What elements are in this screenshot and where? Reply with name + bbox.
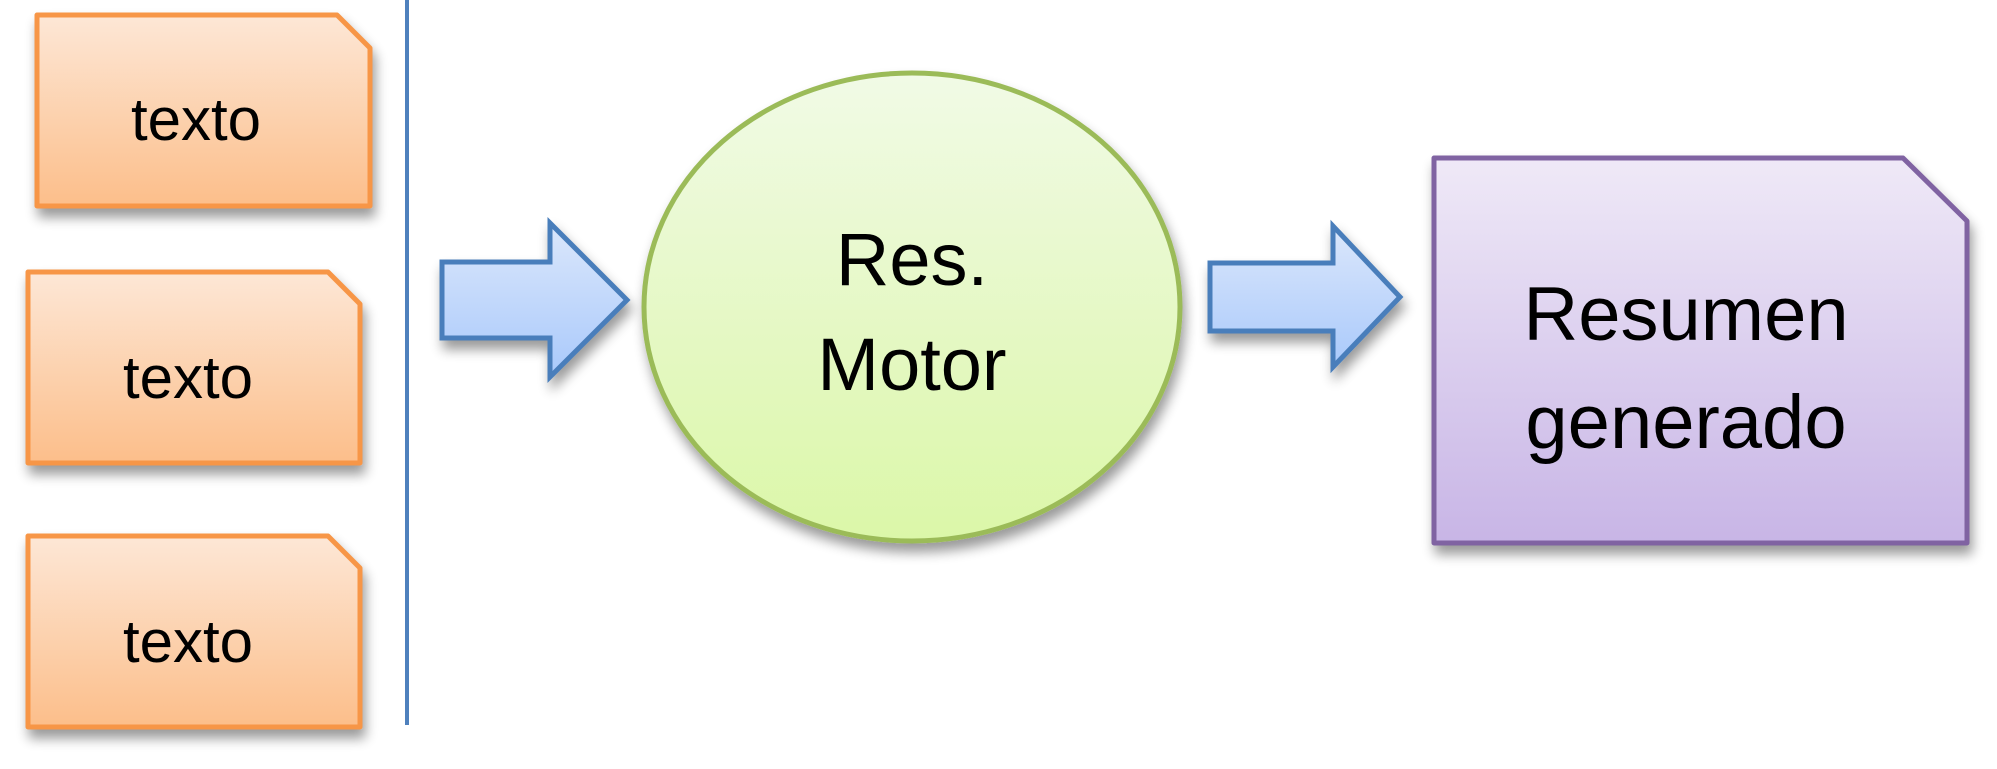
input-box-2: texto xyxy=(25,269,363,466)
output-box: Resumen generado xyxy=(1431,155,1970,546)
input-box-3-label: texto xyxy=(123,608,253,675)
engine-label-line1: Res. xyxy=(836,218,988,301)
input-box-3: texto xyxy=(25,533,363,730)
input-box-1: texto xyxy=(34,12,373,209)
arrow-right-icon xyxy=(439,216,631,384)
input-box-1-label: texto xyxy=(131,86,261,153)
output-label-line2: generado xyxy=(1525,380,1846,465)
output-label-line1: Resumen xyxy=(1523,272,1848,357)
arrow-right-icon xyxy=(1207,219,1404,374)
input-box-2-label: texto xyxy=(123,344,253,411)
engine-node: Res. Motor xyxy=(641,70,1183,544)
engine-label-line2: Motor xyxy=(817,323,1006,406)
